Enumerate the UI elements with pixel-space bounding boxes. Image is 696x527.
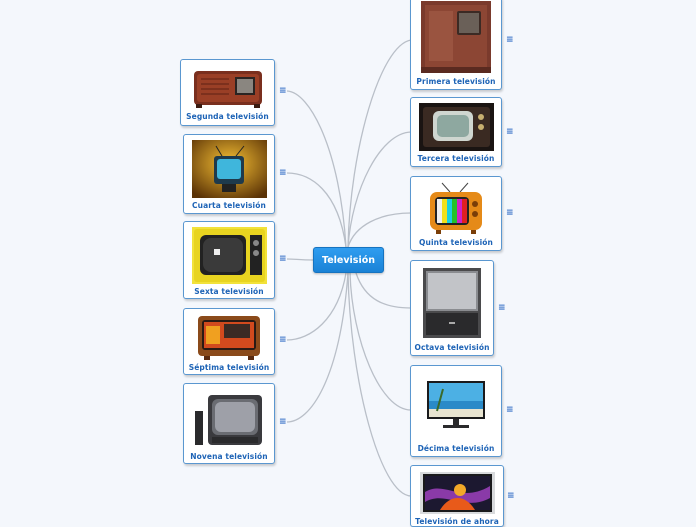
- topic-decima-television[interactable]: Décima televisión: [410, 365, 502, 457]
- topic-label: Novena televisión: [190, 452, 268, 461]
- node-menu-icon[interactable]: ≡: [506, 405, 514, 415]
- node-menu-icon[interactable]: ≡: [506, 208, 514, 218]
- topic-label: Primera televisión: [416, 77, 496, 86]
- topic-cuarta-television[interactable]: Cuarta televisión: [183, 134, 275, 214]
- node-menu-icon[interactable]: ≡: [279, 168, 287, 178]
- node-menu-icon[interactable]: ≡: [506, 127, 514, 137]
- topic-sexta-television[interactable]: Sexta televisión: [183, 221, 275, 299]
- color-bars-tv-icon: [426, 182, 486, 235]
- topic-quinta-television[interactable]: Quinta televisión: [410, 176, 502, 251]
- wood-frame-tv-icon: [196, 314, 262, 360]
- yellow-retro-tv-icon: [191, 227, 267, 284]
- topic-label: Televisión de ahora: [415, 517, 499, 526]
- wooden-console-tv-icon: [419, 1, 493, 74]
- topic-octava-television[interactable]: Octava televisión: [410, 260, 494, 356]
- vintage-radio-tv-icon: [190, 65, 265, 109]
- topic-novena-television[interactable]: Novena televisión: [183, 383, 275, 464]
- node-menu-icon[interactable]: ≡: [279, 335, 287, 345]
- topic-label: Séptima televisión: [188, 363, 270, 372]
- flat-screen-tv-icon: [423, 371, 489, 441]
- 1950s-tv-icon: [418, 103, 494, 151]
- topic-primera-television[interactable]: Primera televisión: [410, 0, 502, 90]
- node-menu-icon[interactable]: ≡: [506, 35, 514, 45]
- topic-label: Quinta televisión: [419, 238, 493, 247]
- topic-label: Tercera televisión: [417, 154, 495, 163]
- topic-label: Sexta televisión: [194, 287, 264, 296]
- topic-tercera-television[interactable]: Tercera televisión: [410, 97, 502, 167]
- orange-tv-screen-icon: [191, 140, 267, 198]
- topic-septima-television[interactable]: Séptima televisión: [183, 308, 275, 375]
- central-topic[interactable]: Televisión: [313, 247, 384, 273]
- topic-segunda-television[interactable]: Segunda televisión: [180, 59, 275, 126]
- topic-label: Segunda televisión: [186, 112, 269, 121]
- topic-label: Cuarta televisión: [192, 201, 266, 210]
- node-menu-icon[interactable]: ≡: [498, 303, 506, 313]
- node-menu-icon[interactable]: ≡: [279, 86, 287, 96]
- crt-tv-with-speakers-icon: [191, 389, 267, 449]
- modern-led-tv-icon: [419, 472, 495, 514]
- rear-projection-tv-icon: [421, 266, 483, 340]
- node-menu-icon[interactable]: ≡: [507, 491, 515, 501]
- node-menu-icon[interactable]: ≡: [279, 417, 287, 427]
- node-menu-icon[interactable]: ≡: [279, 254, 287, 264]
- central-topic-label: Televisión: [321, 254, 375, 266]
- topic-television-de-ahora[interactable]: Televisión de ahora: [410, 465, 504, 527]
- topic-label: Décima televisión: [417, 444, 495, 453]
- topic-label: Octava televisión: [414, 343, 490, 352]
